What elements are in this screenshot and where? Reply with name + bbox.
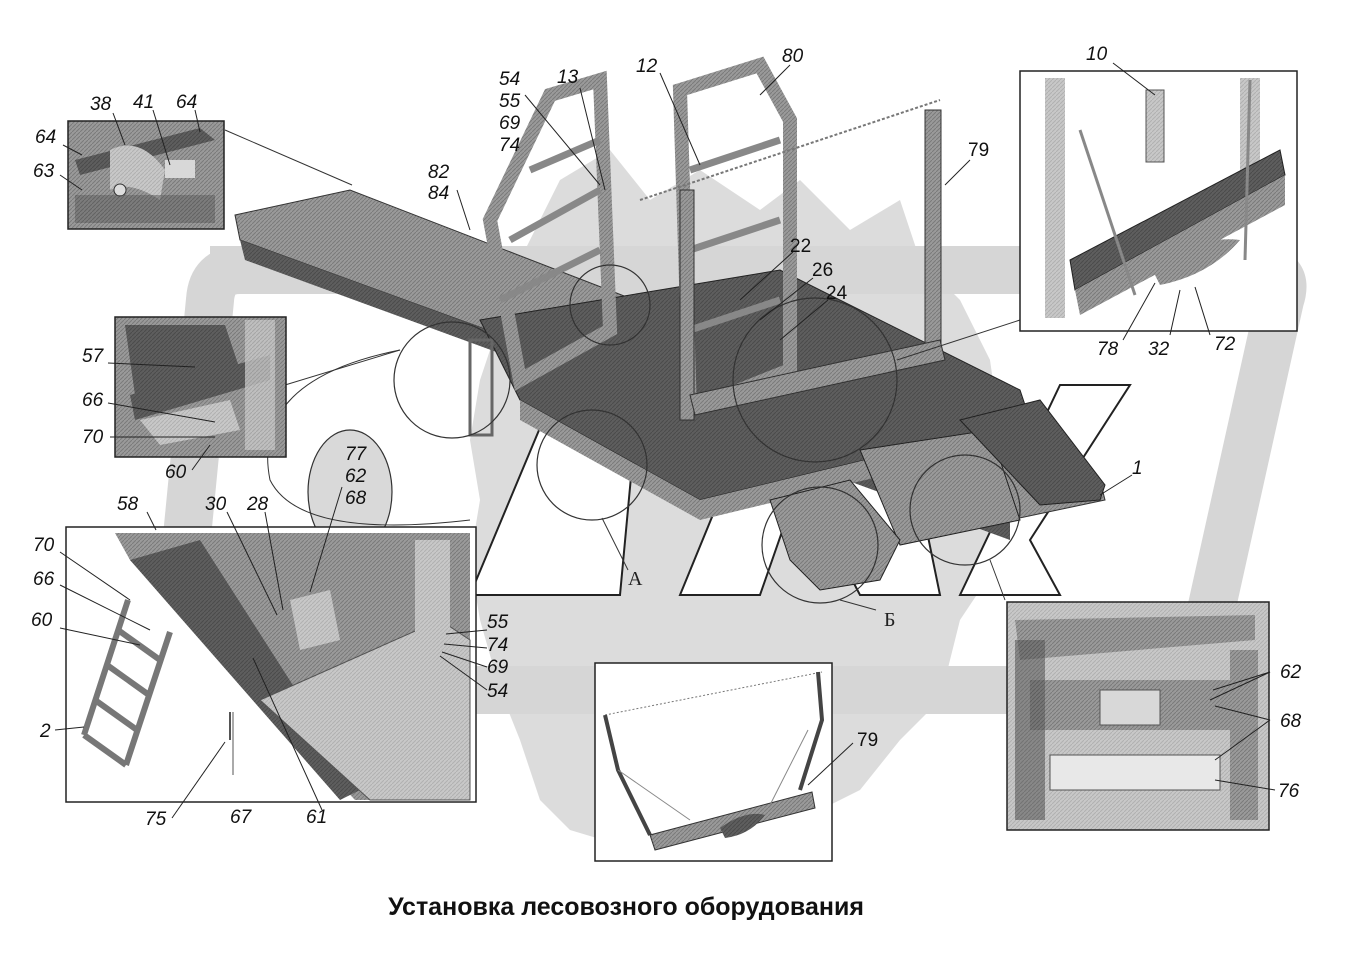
rear-coupling-block (859, 429, 1021, 546)
callout-62-inset: 62 (1280, 662, 1302, 683)
inset-mid-left (114, 316, 287, 458)
callout-60-bottom: 60 (31, 610, 53, 631)
detail-circle-a (536, 409, 648, 521)
callout-74-bottom: 74 (487, 635, 508, 656)
stanchion-left (679, 189, 695, 421)
callout-63: 63 (33, 161, 55, 182)
callout-55-bottom: 55 (487, 612, 509, 633)
callout-32: 32 (1148, 339, 1170, 360)
callout-2: 2 (39, 721, 51, 742)
callout-66-bottom: 66 (33, 569, 55, 590)
callout-54-bottom: 54 (487, 681, 508, 702)
inset-ladder (81, 599, 173, 768)
callout-12: 12 (636, 56, 658, 77)
callout-13: 13 (557, 67, 579, 88)
callout-10: 10 (1086, 44, 1108, 65)
callout-70-mid: 70 (82, 427, 104, 448)
callout-68-ellipse: 68 (345, 488, 367, 509)
callout-69-bottom: 69 (487, 657, 509, 678)
callout-66-mid: 66 (82, 390, 104, 411)
callout-22: 22 (790, 236, 811, 257)
callout-67: 67 (230, 807, 253, 828)
detail-circle-stanchion (732, 297, 898, 463)
callout-72: 72 (1214, 334, 1236, 355)
callout-61: 61 (306, 807, 327, 828)
callout-labels: 38 41 64 64 63 54 55 69 74 13 12 80 82 8… (31, 44, 1302, 830)
callout-76: 76 (1278, 781, 1300, 802)
platform-edge (520, 400, 1030, 520)
rear-ramp (959, 399, 1106, 506)
stanchion-right (924, 109, 942, 361)
inset-bottom-center (594, 662, 833, 862)
detail-circle-b (761, 486, 879, 604)
bulkhead-crossbars (498, 136, 782, 334)
callout-1: 1 (1132, 458, 1143, 479)
callout-58: 58 (117, 494, 139, 515)
diagram-title: Установка лесовозного оборудования (388, 893, 864, 921)
bulkhead-frame (482, 70, 618, 391)
callout-54: 54 (499, 69, 520, 90)
callout-64-left: 64 (35, 127, 56, 148)
callout-82: 82 (428, 162, 450, 183)
inset-bottom-right (1006, 601, 1270, 831)
callout-28: 28 (246, 494, 269, 515)
large-arc-ladder (267, 349, 471, 526)
leader-lines (54, 62, 1276, 819)
detail-circle-ladder (393, 321, 511, 439)
callout-55: 55 (499, 91, 521, 112)
callout-79-main: 79 (968, 140, 989, 161)
callout-24: 24 (826, 283, 848, 304)
callout-79-inset: 79 (857, 730, 878, 751)
view-label-a: А (628, 568, 643, 590)
inset-bottom-left (65, 526, 477, 803)
fender (769, 479, 901, 591)
callout-41: 41 (133, 92, 154, 113)
callout-80: 80 (782, 46, 804, 67)
callout-69: 69 (499, 113, 521, 134)
detail-circle-bulkhead (569, 264, 651, 346)
connector-lines (224, 129, 1021, 611)
callout-74: 74 (499, 135, 520, 156)
callout-84: 84 (428, 183, 449, 204)
callout-26: 26 (812, 260, 833, 281)
main-ladder (468, 338, 494, 437)
view-label-b: Б (884, 609, 895, 631)
callout-30: 30 (205, 494, 227, 515)
callout-38: 38 (90, 94, 112, 115)
inset-top-left (67, 120, 225, 230)
stanchion-crossbeam (689, 339, 946, 416)
binding-chain (639, 99, 941, 201)
callout-78: 78 (1097, 339, 1119, 360)
detail-circle-coupling (909, 454, 1021, 566)
callout-60-mid: 60 (165, 462, 187, 483)
callout-77: 77 (345, 444, 368, 465)
callout-64-top: 64 (176, 92, 197, 113)
callout-70-bottom: 70 (33, 535, 55, 556)
inset-top-right (1019, 70, 1298, 332)
callout-68-inset: 68 (1280, 711, 1302, 732)
callout-62-ellipse: 62 (345, 466, 367, 487)
callout-57: 57 (82, 346, 105, 367)
main-assembly (234, 56, 1106, 604)
callout-75: 75 (145, 809, 167, 830)
